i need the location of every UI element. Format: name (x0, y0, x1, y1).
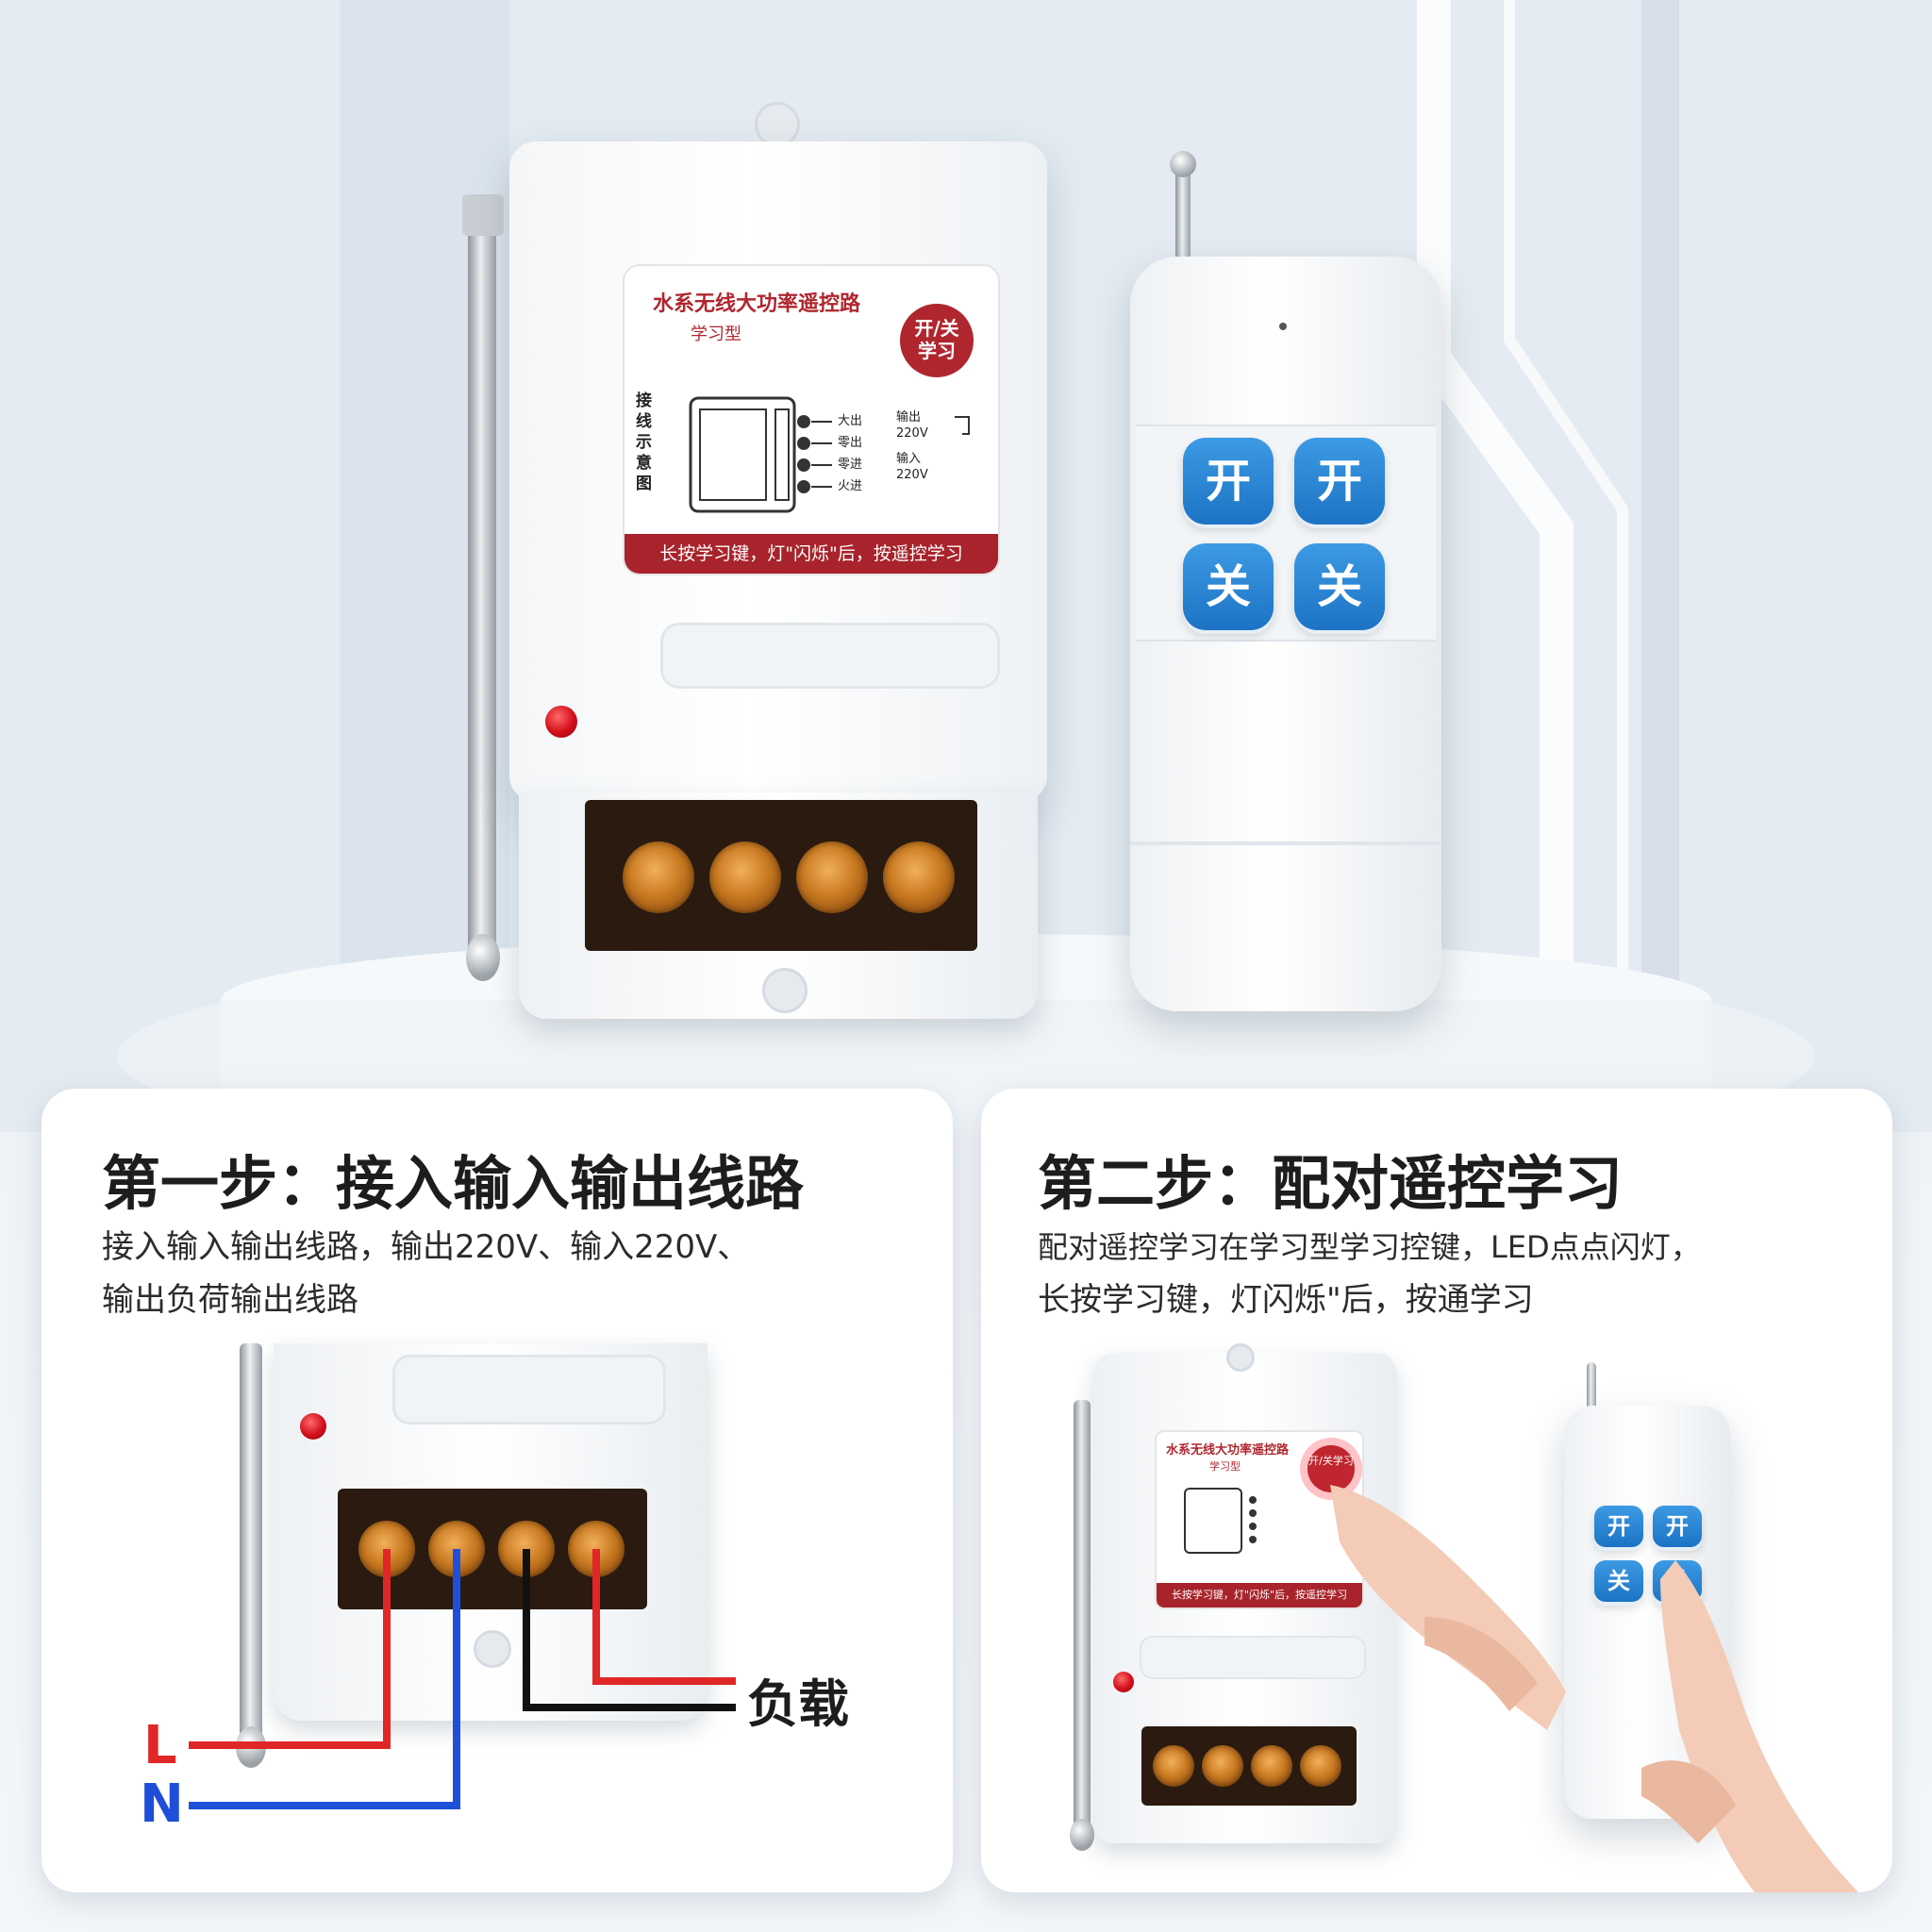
step1-vent-slot (392, 1355, 666, 1424)
step1-status-led (300, 1413, 326, 1440)
remote-keypad-panel (1136, 425, 1436, 641)
wire-label-L: L (143, 1715, 177, 1776)
step2-desc-line2: 长按学习键，灯闪烁"后，按通学习 (1038, 1281, 1534, 1319)
terminal-label-2: 零进 (838, 458, 863, 472)
receiver-antenna-tip (466, 934, 500, 981)
step2-screw-4 (1300, 1745, 1341, 1787)
terminal-screw-1 (623, 841, 694, 913)
step1-mount-hole (474, 1630, 511, 1668)
step2-antenna (1074, 1400, 1091, 1834)
step2-remote-on-a[interactable]: 开 (1594, 1506, 1643, 1547)
output-label: 输出 220V (896, 410, 928, 441)
wiring-lines (189, 1549, 736, 1809)
step2-label-strip: 长按学习键，灯"闪烁"后，按遥控学习 (1157, 1583, 1362, 1607)
step2-remote-off-a[interactable]: 关 (1594, 1560, 1643, 1602)
remote-antenna-tip (1170, 151, 1196, 177)
remote-off-button-a[interactable]: 关 (1183, 543, 1274, 630)
top-mount-hole (755, 102, 800, 147)
input-label: 输入 220V (896, 452, 928, 482)
wiring-schematic (689, 396, 970, 513)
terminal-label-0: 大出 (838, 414, 863, 428)
step1-title: 第一步：接入输入输出线路 (102, 1149, 805, 1218)
step2-screw-3 (1251, 1745, 1292, 1787)
step2-screw-2 (1202, 1745, 1243, 1787)
receiver-antenna (468, 198, 496, 953)
label-title: 水系无线大功率遥控路 (653, 292, 861, 316)
step2-desc-line1: 配对遥控学习在学习型学习控键，LED点点闪灯， (1038, 1229, 1701, 1265)
step2-learn-button[interactable]: 开/关学习 (1307, 1445, 1355, 1492)
terminal-screw-2 (709, 841, 781, 913)
step2-screw-1 (1153, 1745, 1194, 1787)
receiver-label: 水系无线大功率遥控路 学习型 开/关 学习 接线示意图 大出 零出 零进 火进 … (623, 264, 1000, 575)
step2-label-subtitle: 学习型 (1209, 1460, 1241, 1473)
step2-title: 第二步：配对遥控学习 (1038, 1149, 1624, 1218)
terminal-screw-3 (796, 841, 868, 913)
step1-antenna (240, 1343, 262, 1740)
remote-on-button-b[interactable]: 开 (1294, 438, 1385, 525)
step2-antenna-tip (1070, 1819, 1094, 1851)
terminal-screw-4 (883, 841, 955, 913)
load-label: 负载 (747, 1674, 849, 1734)
antenna-mount (462, 194, 504, 236)
step2-top-mount-hole (1226, 1343, 1255, 1372)
step2-remote-on-b[interactable]: 开 (1653, 1506, 1702, 1547)
remote-seam (1130, 841, 1441, 845)
label-subtitle: 学习型 (691, 325, 741, 344)
remote-off-button-b[interactable]: 关 (1294, 543, 1385, 630)
receiver-vent-slot (660, 623, 1000, 689)
step2-remote-antenna (1587, 1362, 1596, 1438)
step2-status-led (1113, 1672, 1134, 1692)
diagram-side-text: 接线示意图 (636, 391, 652, 493)
remote-indicator (1279, 323, 1287, 330)
step1-card: 第一步：接入输入输出线路 接入输入输出线路，输出220V、输入220V、 输出负… (42, 1089, 953, 1892)
terminal-label-3: 火进 (838, 479, 863, 493)
remote-antenna (1175, 160, 1191, 283)
step1-desc-line2: 输出负荷输出线路 (102, 1281, 358, 1319)
step2-mini-schematic (1184, 1488, 1257, 1554)
learn-button-line2: 学习 (918, 340, 956, 362)
step1-desc-line1: 接入输入输出线路，输出220V、输入220V、 (102, 1228, 750, 1266)
step2-vent-slot (1140, 1636, 1366, 1679)
remote-on-button-a[interactable]: 开 (1183, 438, 1274, 525)
instruction-strip: 长按学习键，灯"闪烁"后，按遥控学习 (625, 534, 998, 574)
learn-button-line1: 开/关 (914, 317, 959, 340)
status-led (545, 706, 577, 738)
pointing-hands (1330, 1485, 1858, 1892)
learn-button[interactable]: 开/关 学习 (900, 304, 974, 377)
terminal-label-1: 零出 (838, 436, 863, 450)
bottom-mount-hole (762, 968, 808, 1013)
hero-stage: 水系无线大功率遥控路 学习型 开/关 学习 接线示意图 大出 零出 零进 火进 … (0, 0, 1932, 1132)
step2-card: 第二步：配对遥控学习 配对遥控学习在学习型学习控键，LED点点闪灯， 长按学习键… (981, 1089, 1892, 1892)
step2-label-title: 水系无线大功率遥控路 (1166, 1443, 1290, 1457)
wire-label-N: N (140, 1774, 184, 1835)
